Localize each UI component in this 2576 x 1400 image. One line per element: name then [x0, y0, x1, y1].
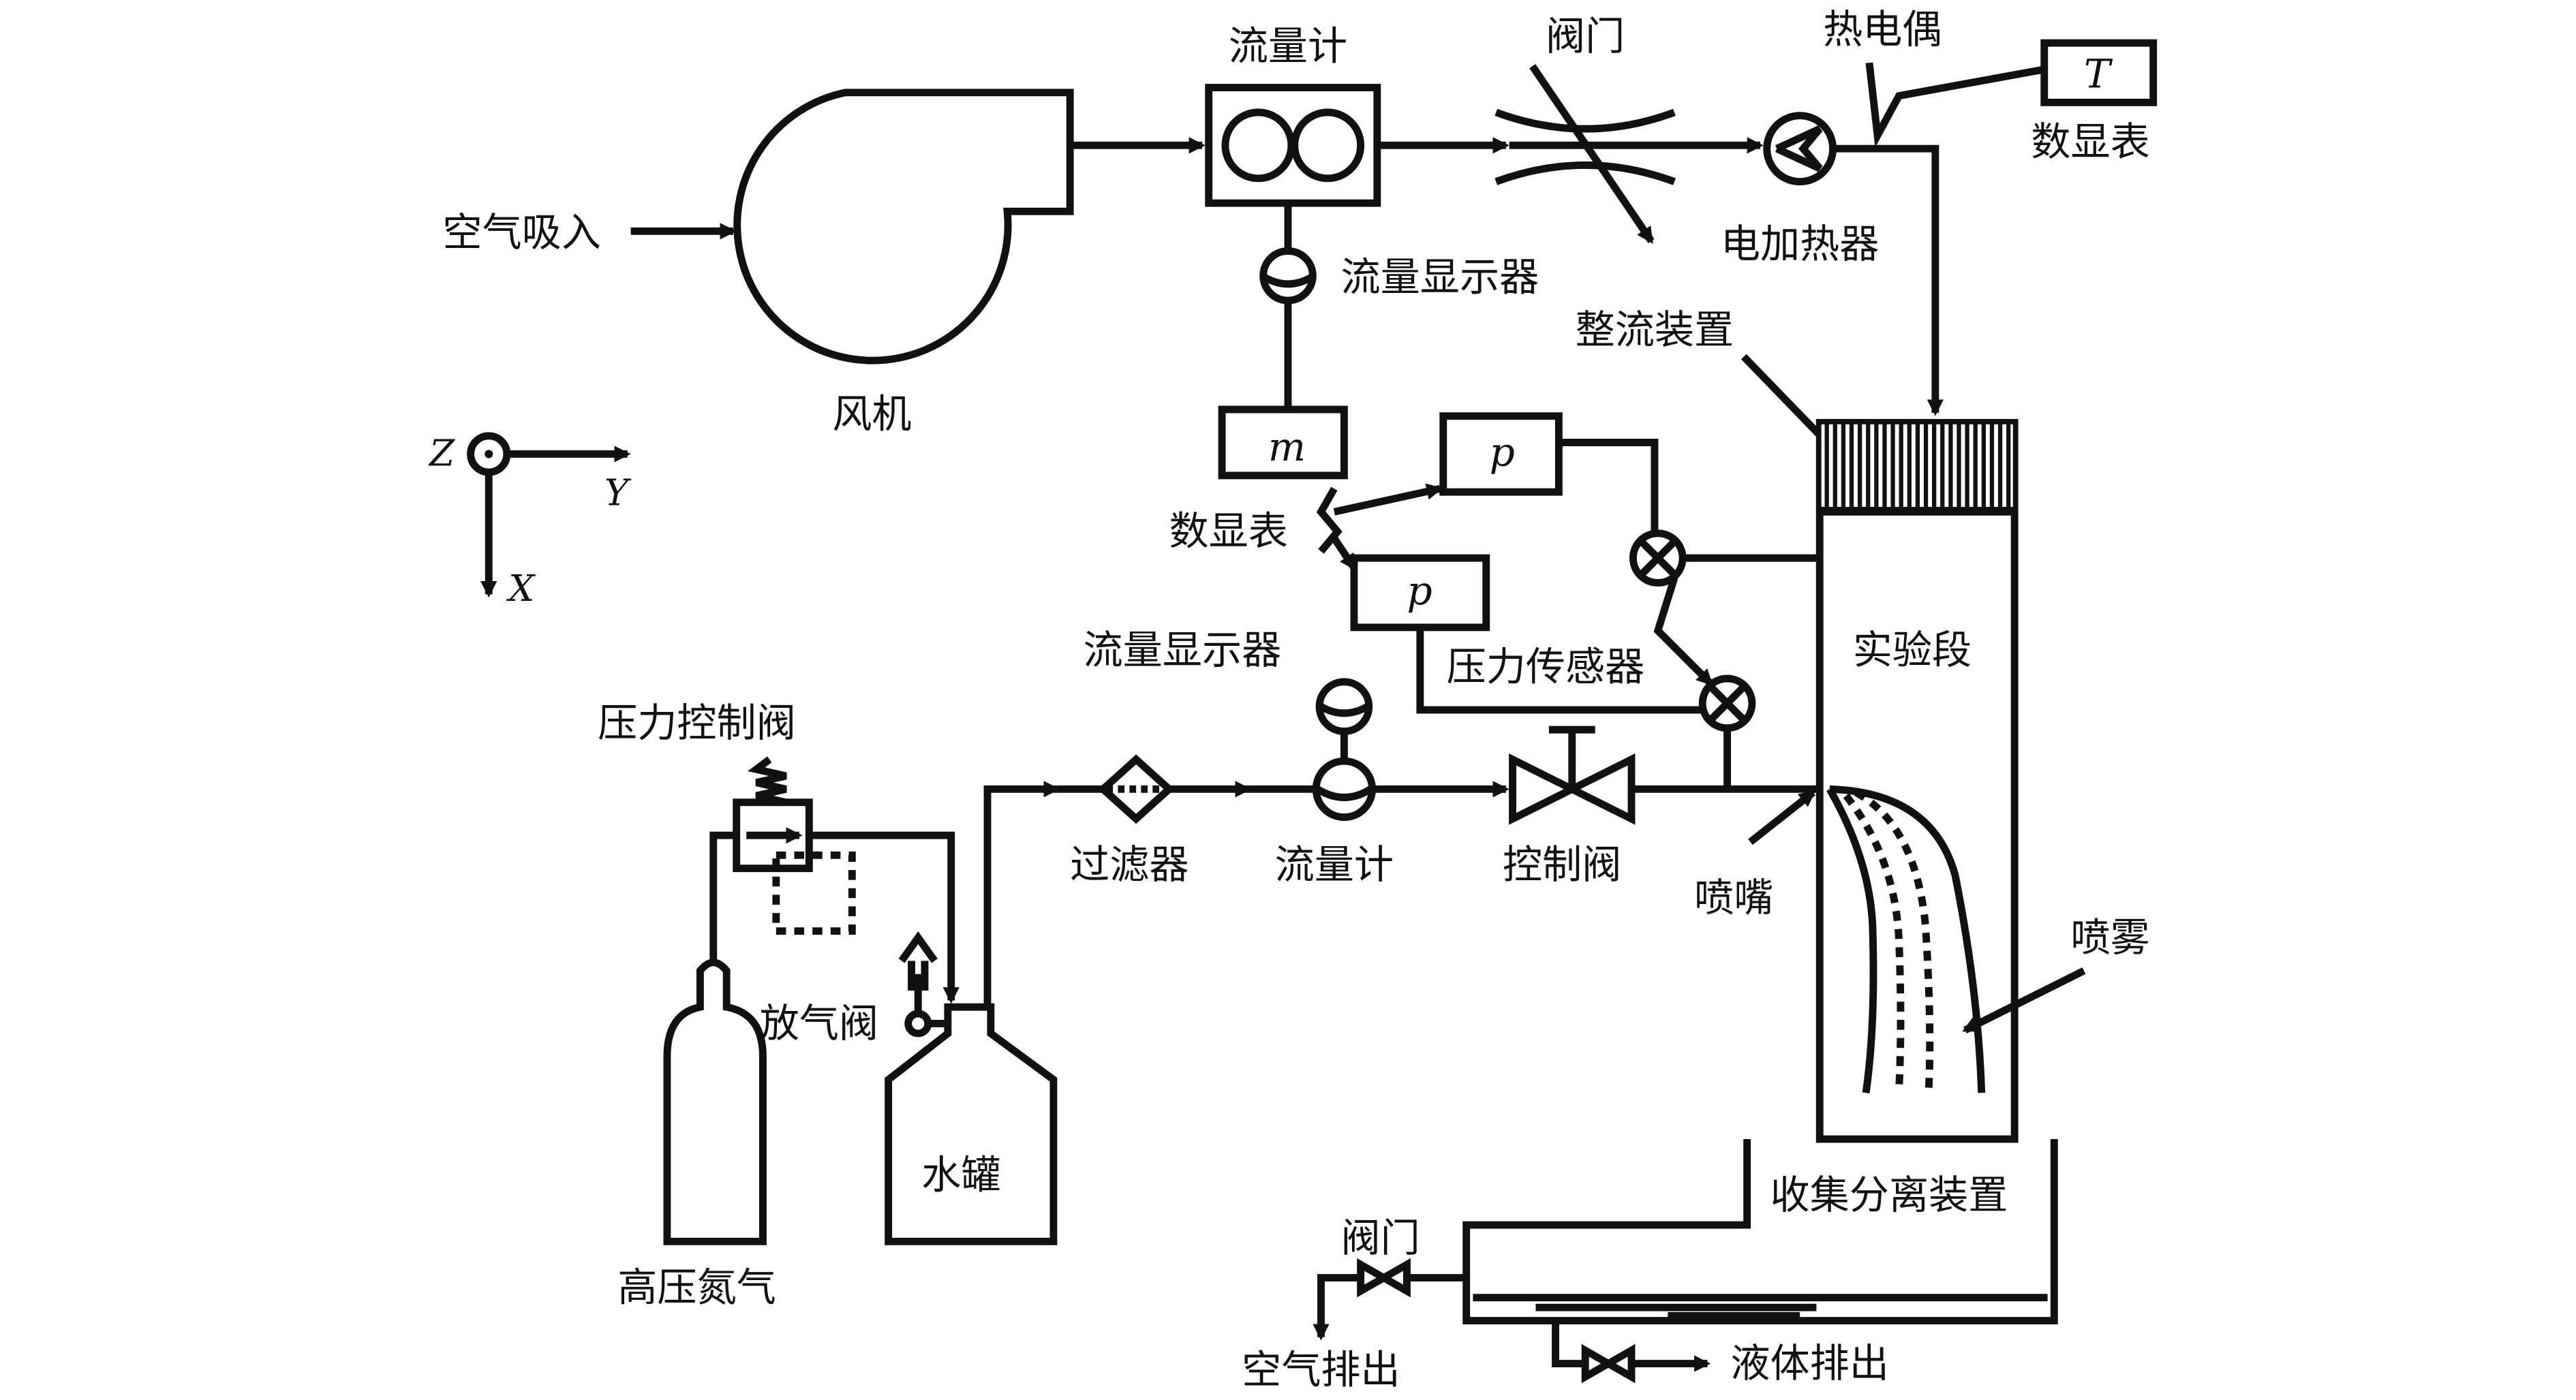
nitrogen-cylinder [663, 959, 767, 1245]
sensor-link-arrow [1653, 576, 1714, 687]
temperature-symbol: T [2084, 51, 2113, 97]
flowmeter-rotor-right [1291, 108, 1365, 183]
air-valve-lower-arc [1494, 161, 1676, 185]
flow-straightener-label: 整流装置 [1576, 307, 1734, 353]
tank-to-filter-pipe [983, 781, 1060, 1008]
x-axis-label: X [506, 567, 536, 610]
test-section [1815, 418, 2019, 1143]
digital-display-mid-label: 数显表 [1169, 508, 1288, 555]
water-tank-label: 水罐 [921, 1152, 1000, 1198]
liquid-valve-right [1601, 1343, 1636, 1384]
spray-outer-left [1826, 787, 1877, 1093]
water-tank [885, 1003, 1058, 1245]
z-axis-label: Z [428, 432, 455, 474]
pressure-sensor-upper-x2 [1637, 537, 1679, 579]
fan-housing [733, 89, 1074, 364]
spray-dashed-inner-1 [1843, 793, 1905, 1090]
filter-label: 过滤器 [1070, 841, 1189, 888]
nozzle-arrow [1748, 789, 1816, 845]
spray-dashed-inner-2 [1854, 789, 1934, 1090]
pressure-symbol-upper: p [1490, 429, 1515, 475]
air-flow-display-label: 流量显示器 [1341, 254, 1539, 300]
temperature-display [2040, 39, 2158, 106]
liquid-exhaust-pipe [1552, 1320, 1711, 1372]
spray-label: 喷雾 [2071, 914, 2150, 961]
liquid-valve-left [1581, 1343, 1616, 1384]
z-axis-dot [485, 450, 493, 458]
pcv-to-tank-pipe [809, 831, 960, 1004]
nitrogen-label: 高压氮气 [617, 1264, 776, 1310]
test-section-label: 实验段 [1853, 627, 1972, 673]
control-valve [1509, 753, 1580, 825]
flow-straightener-hatch [1818, 421, 2017, 510]
lower-p-wire [1416, 627, 1701, 714]
thermocouple-probe [1865, 62, 2045, 148]
air-valve-stem-arrow [1529, 63, 1655, 244]
y-axis-label: Y [604, 472, 632, 514]
water-flow-display-label: 流量显示器 [1084, 627, 1282, 673]
pcv-pilot-dashed [772, 851, 856, 935]
collector-left-wall [1462, 1139, 2058, 1325]
spray-arrow [1962, 967, 2086, 1033]
nozzle-label: 喷嘴 [1694, 875, 1773, 921]
bleed-valve-arrow [898, 931, 938, 991]
air-exhaust-label: 空气排出 [1242, 1347, 1400, 1393]
air-exhaust-pipe [1313, 1274, 1467, 1341]
air-flow-display-arc [1263, 274, 1313, 288]
bottom-valve-left [1357, 1258, 1392, 1298]
temperature-display-label: 数显表 [2031, 119, 2149, 165]
air-flowmeter-label: 流量计 [1229, 22, 1347, 69]
water-flow-display-arc [1319, 703, 1370, 717]
liquid-exhaust-label: 液体排出 [1730, 1340, 1889, 1386]
pressure-display-upper [1439, 412, 1563, 496]
air-flow-display [1259, 247, 1317, 305]
bracket-to-lower-p [1331, 536, 1358, 571]
collection-separator-label: 收集分离装置 [1770, 1172, 2008, 1218]
air-valve-upper-arc [1494, 108, 1676, 133]
bleed-valve-label: 放气阀 [760, 1000, 878, 1046]
heater-coil [1775, 125, 1823, 172]
upper-p-wire [1559, 439, 1659, 535]
heater-to-test-section-pipe [1833, 144, 1944, 416]
air-valve-label: 阀门 [1546, 13, 1625, 59]
fan-label: 风机 [832, 391, 911, 437]
air-intake-label: 空气吸入 [442, 209, 601, 255]
bracket-to-upper-p [1333, 483, 1443, 516]
mass-flow-digital-display [1218, 405, 1348, 480]
pressure-control-valve-label: 压力控制阀 [598, 700, 796, 746]
bleed-valve-body [904, 1010, 932, 1038]
nitrogen-to-pcv-pipe [709, 831, 737, 965]
display-bracket [1316, 486, 1343, 554]
mass-flow-symbol: m [1268, 424, 1306, 470]
water-flowmeter-arc [1315, 785, 1373, 801]
pressure-sensor-lower-x2 [1706, 682, 1749, 724]
water-flowmeter-label: 流量计 [1275, 841, 1394, 888]
electric-heater-label: 电加热器 [1721, 221, 1880, 267]
thermocouple-label: 热电偶 [1823, 6, 1942, 52]
bottom-valve-right [1376, 1258, 1411, 1298]
bottom-valve-label: 阀门 [1341, 1215, 1420, 1261]
pressure-symbol-lower: p [1407, 567, 1432, 614]
water-flow-display [1315, 678, 1373, 735]
pressure-sensor-label: 压力传感器 [1447, 643, 1645, 689]
control-valve-right [1563, 753, 1636, 825]
control-valve-label: 控制阀 [1503, 841, 1621, 888]
